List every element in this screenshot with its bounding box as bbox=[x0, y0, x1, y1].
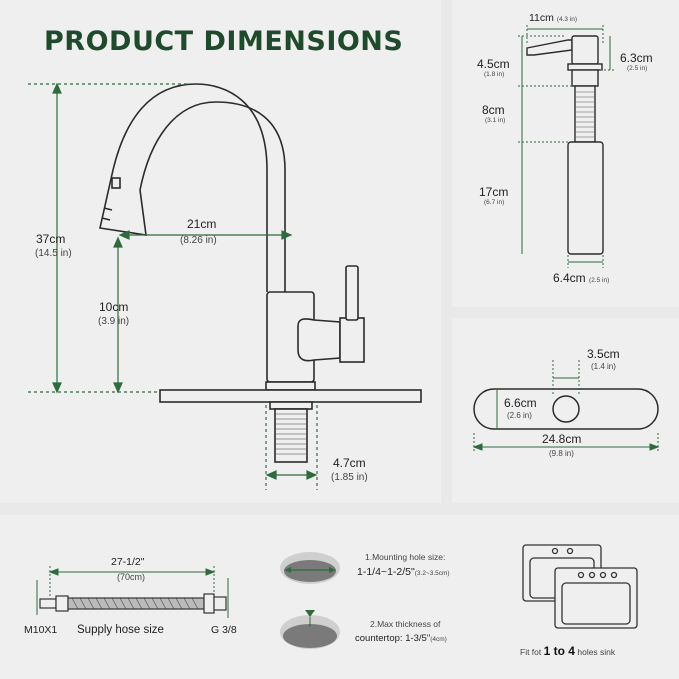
cap-height-inch-label: (2.5 in) bbox=[627, 65, 648, 72]
supply-hose-drawing bbox=[39, 593, 227, 614]
height-label: 37cm bbox=[36, 232, 66, 246]
supply-hose-label: Supply hose size bbox=[77, 624, 164, 636]
mounting-hole-icon bbox=[280, 552, 340, 584]
head-height-label: 4.5cm bbox=[477, 57, 510, 71]
spout-height-label: 10cm bbox=[99, 300, 129, 314]
bottle-diameter-label: 6.4cm (2.5 in) bbox=[553, 271, 610, 285]
plate-width-inch-label: (2.6 in) bbox=[507, 411, 532, 420]
page-title: PRODUCT DIMENSIONS bbox=[44, 26, 404, 57]
faucet-spout-inner bbox=[139, 101, 286, 292]
reach-label: 21cm bbox=[187, 217, 217, 231]
bottle-length-inch-label: (6.7 in) bbox=[484, 199, 505, 206]
bottle-length-label: 17cm bbox=[479, 185, 509, 199]
hole-diameter-label: 3.5cm bbox=[587, 347, 620, 361]
deck-plate-side bbox=[159, 389, 422, 403]
faucet-panel bbox=[0, 0, 441, 503]
thickness-value: countertop: 1-3/5"(4cm) bbox=[355, 633, 447, 644]
cap-height-label: 6.3cm bbox=[620, 51, 653, 65]
thread-right-label: G 3/8 bbox=[211, 624, 237, 636]
dispenser-head bbox=[571, 35, 599, 65]
hole-diameter-inch-label: (1.4 in) bbox=[591, 362, 616, 371]
shank-diameter-inch-label: (1.85 in) bbox=[331, 472, 368, 483]
mounting-hole-title: 1.Mounting hole size: bbox=[365, 552, 446, 562]
faucet-spout-outline bbox=[112, 83, 268, 292]
countertop-thickness-icon bbox=[280, 610, 340, 649]
shank-length-label: 8cm bbox=[482, 103, 505, 117]
shank-length-inch-label: (3.1 in) bbox=[485, 117, 506, 124]
reach-inch-label: (8.26 in) bbox=[180, 235, 217, 246]
mounting-hole-value: 1-1/4~1-2/5"(3.2~3.5cm) bbox=[357, 566, 450, 578]
plate-length-label: 24.8cm bbox=[542, 432, 582, 446]
thread-left-label: M10X1 bbox=[24, 624, 58, 636]
sink-fit-label: Fit fot 1 to 4 holes sink bbox=[520, 644, 616, 658]
head-height-inch-label: (1.8 in) bbox=[484, 71, 505, 78]
deck-plate-top bbox=[473, 388, 659, 430]
sink-icon bbox=[522, 544, 638, 629]
dispenser-bottle bbox=[567, 141, 604, 255]
plate-width-label: 6.6cm bbox=[504, 396, 537, 410]
height-inch-label: (14.5 in) bbox=[35, 248, 72, 259]
dispenser-nozzle bbox=[526, 39, 573, 56]
spout-height-inch-label: (3.9 in) bbox=[98, 316, 130, 327]
lever-handle bbox=[345, 265, 359, 321]
plate-length-inch-label: (9.8 in) bbox=[549, 449, 574, 458]
spray-head bbox=[99, 169, 147, 236]
hose-length-cm-label: (70cm) bbox=[117, 572, 146, 582]
handle-housing bbox=[297, 318, 341, 362]
dispenser-shank bbox=[574, 85, 596, 143]
spout-length-label: 11cm (4.3 in) bbox=[529, 12, 578, 24]
shank-diameter-label: 4.7cm bbox=[333, 456, 366, 470]
hose-length-label: 27-1/2" bbox=[111, 556, 145, 568]
mounting-shank bbox=[274, 408, 308, 463]
thickness-title: 2.Max thickness of bbox=[370, 619, 441, 629]
